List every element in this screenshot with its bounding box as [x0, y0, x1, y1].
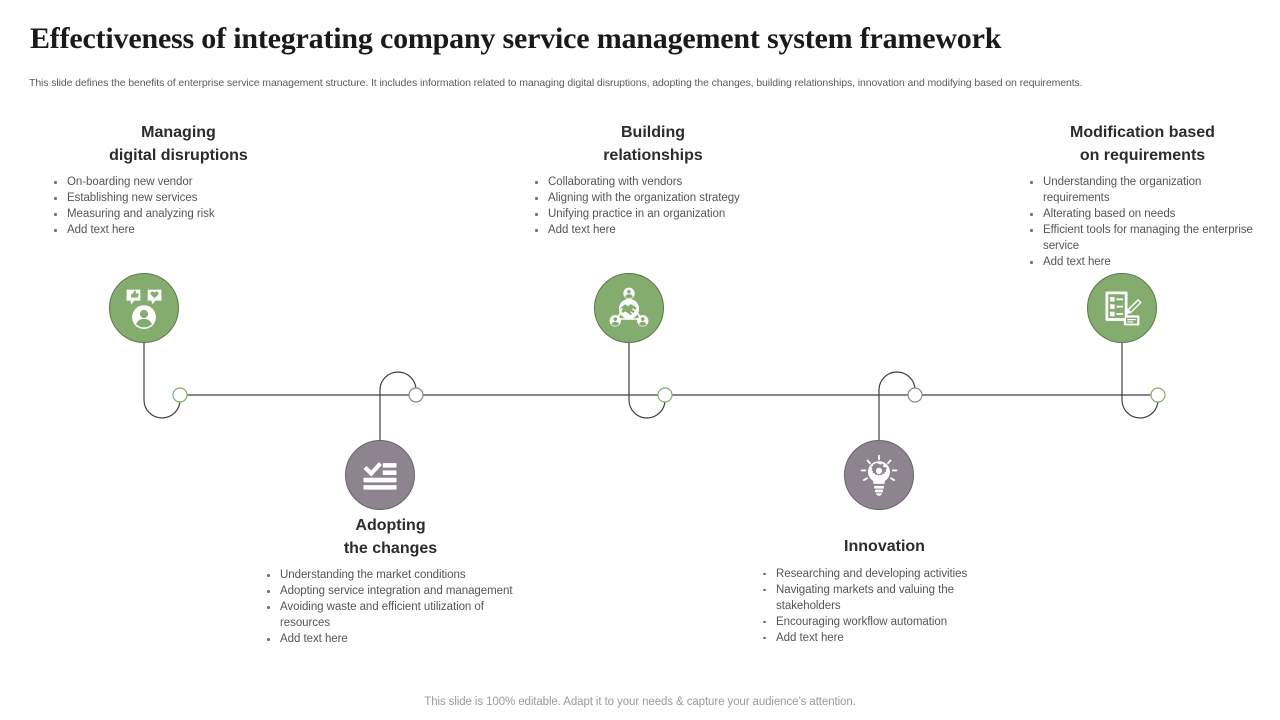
- bullet-item: On-boarding new vendor: [51, 174, 300, 190]
- connector-adopting: [379, 371, 417, 440]
- person-feedback-icon: [126, 289, 162, 330]
- timeline-marker-modification: [1150, 387, 1166, 403]
- timeline-connectors: [143, 330, 1166, 440]
- bullet-list: Understanding the organization requireme…: [1015, 174, 1270, 270]
- bullet-item: Add text here: [532, 222, 788, 238]
- page-subtitle: This slide defines the benefits of enter…: [29, 77, 1083, 89]
- connector-modification: [1121, 330, 1159, 419]
- bullet-item: Add text here: [1027, 254, 1270, 270]
- bullet-item: Understanding the organization requireme…: [1027, 174, 1270, 206]
- node-adopting-the-changes[interactable]: [345, 440, 415, 510]
- block-title: Managing digital disruptions: [109, 124, 248, 164]
- connector-building: [628, 330, 666, 419]
- bullet-list: Collaborating with vendors Aligning with…: [518, 174, 788, 238]
- node-modification-based-on-requirements[interactable]: [1087, 273, 1157, 343]
- block-adopting-the-changes: Adopting the changes Understanding the m…: [258, 515, 523, 647]
- bullet-item: Efficient tools for managing the enterpr…: [1027, 222, 1270, 254]
- lightbulb-gear-icon: [860, 454, 898, 496]
- block-title: Modification based on requirements: [1070, 124, 1215, 164]
- connector-innovation: [878, 371, 916, 440]
- block-title: Adopting the changes: [343, 517, 438, 557]
- node-innovation[interactable]: [844, 440, 914, 510]
- bullet-item: Alterating based on needs: [1027, 206, 1270, 222]
- bullet-item: Adopting service integration and managem…: [264, 583, 523, 599]
- block-managing-digital-disruptions: Managing digital disruptions On-boarding…: [35, 122, 300, 238]
- bullet-item: Aligning with the organization strategy: [532, 190, 788, 206]
- bullet-item: Add text here: [760, 630, 1017, 646]
- clipboard-pencil-icon: [1105, 291, 1142, 326]
- timeline-marker-innovation: [907, 387, 923, 403]
- bullet-item: Measuring and analyzing risk: [51, 206, 300, 222]
- bullet-item: Collaborating with vendors: [532, 174, 788, 190]
- block-title: Innovation: [844, 538, 925, 555]
- block-building-relationships: Building relationships Collaborating wit…: [518, 122, 788, 238]
- block-innovation: Innovation Researching and developing ac…: [752, 536, 1017, 646]
- bullet-item: Avoiding waste and efficient utilization…: [264, 599, 523, 631]
- bullet-item: Understanding the market conditions: [264, 567, 523, 583]
- block-modification-based-on-requirements: Modification based on requirements Under…: [1015, 122, 1270, 270]
- connector-managing: [143, 330, 181, 419]
- bullet-item: Encouraging workflow automation: [760, 614, 1017, 630]
- bullet-list: Researching and developing activities Na…: [752, 566, 1017, 646]
- timeline-marker-managing: [172, 387, 188, 403]
- node-building-relationships[interactable]: [594, 273, 664, 343]
- footer-note: This slide is 100% editable. Adapt it to…: [424, 696, 856, 708]
- checklist-icon: [363, 462, 397, 490]
- timeline-marker-building: [657, 387, 673, 403]
- bullet-item: Researching and developing activities: [760, 566, 1017, 582]
- timeline-marker-adopting: [408, 387, 424, 403]
- bullet-item: Add text here: [264, 631, 523, 647]
- bullet-item: Unifying practice in an organization: [532, 206, 788, 222]
- bullet-list: On-boarding new vendor Establishing new …: [35, 174, 300, 238]
- handshake-network-icon: [609, 287, 649, 327]
- block-title: Building relationships: [603, 124, 703, 164]
- bullet-item: Establishing new services: [51, 190, 300, 206]
- page-title: Effectiveness of integrating company ser…: [30, 22, 1002, 55]
- bullet-item: Navigating markets and valuing the stake…: [760, 582, 1017, 614]
- bullet-list: Understanding the market conditions Adop…: [258, 567, 523, 647]
- node-managing-digital-disruptions[interactable]: [109, 273, 179, 343]
- bullet-item: Add text here: [51, 222, 300, 238]
